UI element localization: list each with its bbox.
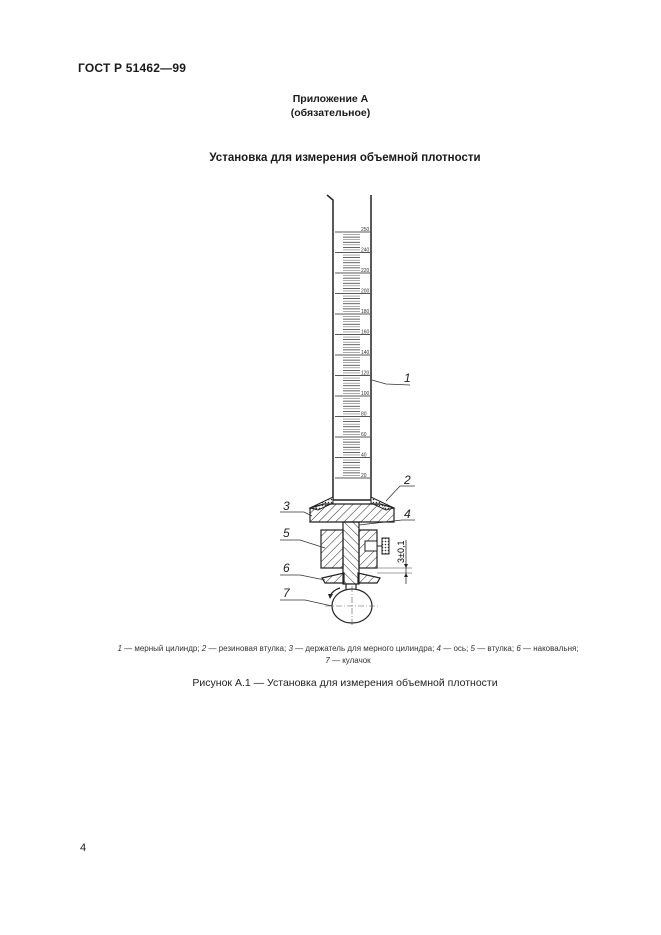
svg-text:60: 60 bbox=[361, 432, 367, 438]
legend-number: 2 bbox=[201, 644, 207, 653]
callout-6: 6 bbox=[283, 561, 290, 575]
svg-text:100: 100 bbox=[361, 391, 370, 397]
svg-text:240: 240 bbox=[361, 248, 370, 254]
legend-text: — мерный цилиндр; bbox=[121, 644, 202, 653]
figure-caption: Рисунок А.1 — Установка для измерения об… bbox=[192, 677, 498, 689]
legend-text: — наковальня; bbox=[520, 644, 579, 653]
callout-5: 5 bbox=[283, 526, 290, 540]
legend-number: 5 bbox=[470, 644, 475, 653]
page-number: 4 bbox=[80, 842, 87, 854]
dimension-label: 3±0,1 bbox=[396, 541, 406, 563]
document-header: ГОСТ Р 51462—99 bbox=[78, 61, 187, 75]
svg-text:40: 40 bbox=[361, 453, 367, 459]
legend-number: 7 bbox=[325, 656, 330, 665]
callout-2: 2 bbox=[403, 473, 411, 487]
callout-4: 4 bbox=[404, 507, 411, 521]
svg-text:80: 80 bbox=[361, 412, 367, 418]
legend-items: 1 — мерный цилиндр; 2 — резиновая втулка… bbox=[117, 644, 578, 665]
annex-title: Приложение А bbox=[292, 93, 369, 105]
legend-text: — кулачок bbox=[329, 656, 371, 665]
annex-status: (обязательное) bbox=[290, 107, 371, 119]
legend-number: 6 bbox=[516, 644, 521, 653]
apparatus-figure: 250 240 220 200 180 160 140 120 100 80 60 40 20 3±0,… bbox=[280, 194, 415, 627]
legend-text: — держатель для мерного цилиндра; bbox=[292, 644, 437, 653]
legend-text: — втулка; bbox=[474, 644, 517, 653]
svg-text:20: 20 bbox=[361, 473, 367, 479]
legend-number: 1 bbox=[117, 644, 122, 653]
section-title: Установка для измерения объемной плотнос… bbox=[209, 152, 481, 164]
callout-7: 7 bbox=[283, 586, 291, 600]
svg-text:200: 200 bbox=[361, 289, 370, 295]
legend-number: 4 bbox=[436, 644, 441, 653]
svg-text:140: 140 bbox=[361, 350, 370, 356]
figure-legend: 1 — мерный цилиндр; 2 — резиновая втулка… bbox=[78, 643, 618, 667]
svg-text:220: 220 bbox=[361, 268, 370, 274]
svg-text:160: 160 bbox=[361, 330, 370, 336]
callout-3: 3 bbox=[283, 499, 290, 513]
svg-text:180: 180 bbox=[361, 309, 370, 315]
svg-text:120: 120 bbox=[361, 371, 370, 377]
legend-text: — резиновая втулка; bbox=[206, 644, 289, 653]
legend-number: 3 bbox=[288, 644, 293, 653]
svg-text:250: 250 bbox=[361, 227, 370, 233]
callout-1: 1 bbox=[404, 371, 411, 385]
measuring-cylinder: 250 240 220 200 180 160 140 120 100 80 60 40 20 bbox=[326, 194, 372, 501]
legend-text: — ось; bbox=[441, 644, 471, 653]
